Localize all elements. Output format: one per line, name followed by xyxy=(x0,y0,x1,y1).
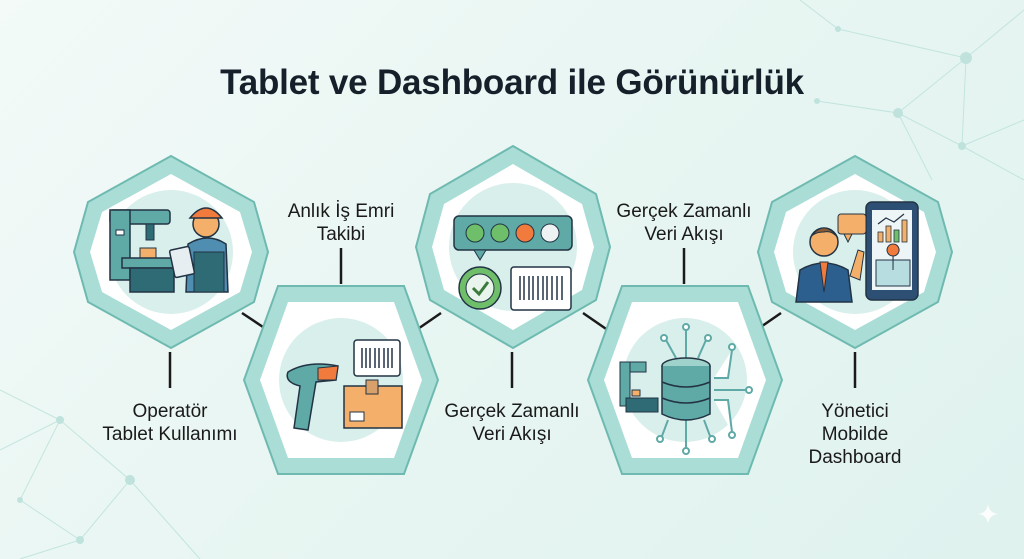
label-line: Anlık İş Emri xyxy=(287,201,395,222)
step-label-work-order: Anlık İş Emri Takibi xyxy=(241,200,441,246)
label-line: Dashboard xyxy=(808,447,902,468)
label-line: Gerçek Zamanlı xyxy=(444,401,580,422)
page-title: Tablet ve Dashboard ile Görünürlük xyxy=(220,63,804,103)
label-line: Gerçek Zamanlı xyxy=(616,201,752,222)
step-label-manager: Yönetici Mobilde Dashboard xyxy=(755,400,955,469)
hex-realtime-status xyxy=(414,144,612,350)
label-line: Takibi xyxy=(316,224,366,245)
step-label-data-flow: Gerçek Zamanlı Veri Akışı xyxy=(584,200,784,246)
hex-realtime-data-flow xyxy=(586,285,784,475)
label-line: Veri Akışı xyxy=(472,424,552,445)
manager-mobile-dashboard-icon xyxy=(795,201,919,303)
hex-work-order-tracking xyxy=(242,285,440,475)
sparkle-icon xyxy=(978,504,998,524)
barcode-scanner-icon xyxy=(286,339,403,431)
status-lights-icon xyxy=(453,215,573,311)
label-line: Operatör xyxy=(132,401,208,422)
database-network-icon xyxy=(619,323,753,455)
label-line: Yönetici xyxy=(821,401,889,422)
label-line: Mobilde xyxy=(821,424,889,445)
label-line: Veri Akışı xyxy=(644,224,724,245)
worker-with-tablet-icon xyxy=(109,207,229,293)
step-label-operator: Operatör Tablet Kullanımı xyxy=(70,400,270,446)
step-label-status: Gerçek Zamanlı Veri Akışı xyxy=(412,400,612,446)
hex-operator-tablet xyxy=(72,154,270,350)
hex-manager-dashboard xyxy=(756,154,954,350)
label-line: Tablet Kullanımı xyxy=(102,424,238,445)
